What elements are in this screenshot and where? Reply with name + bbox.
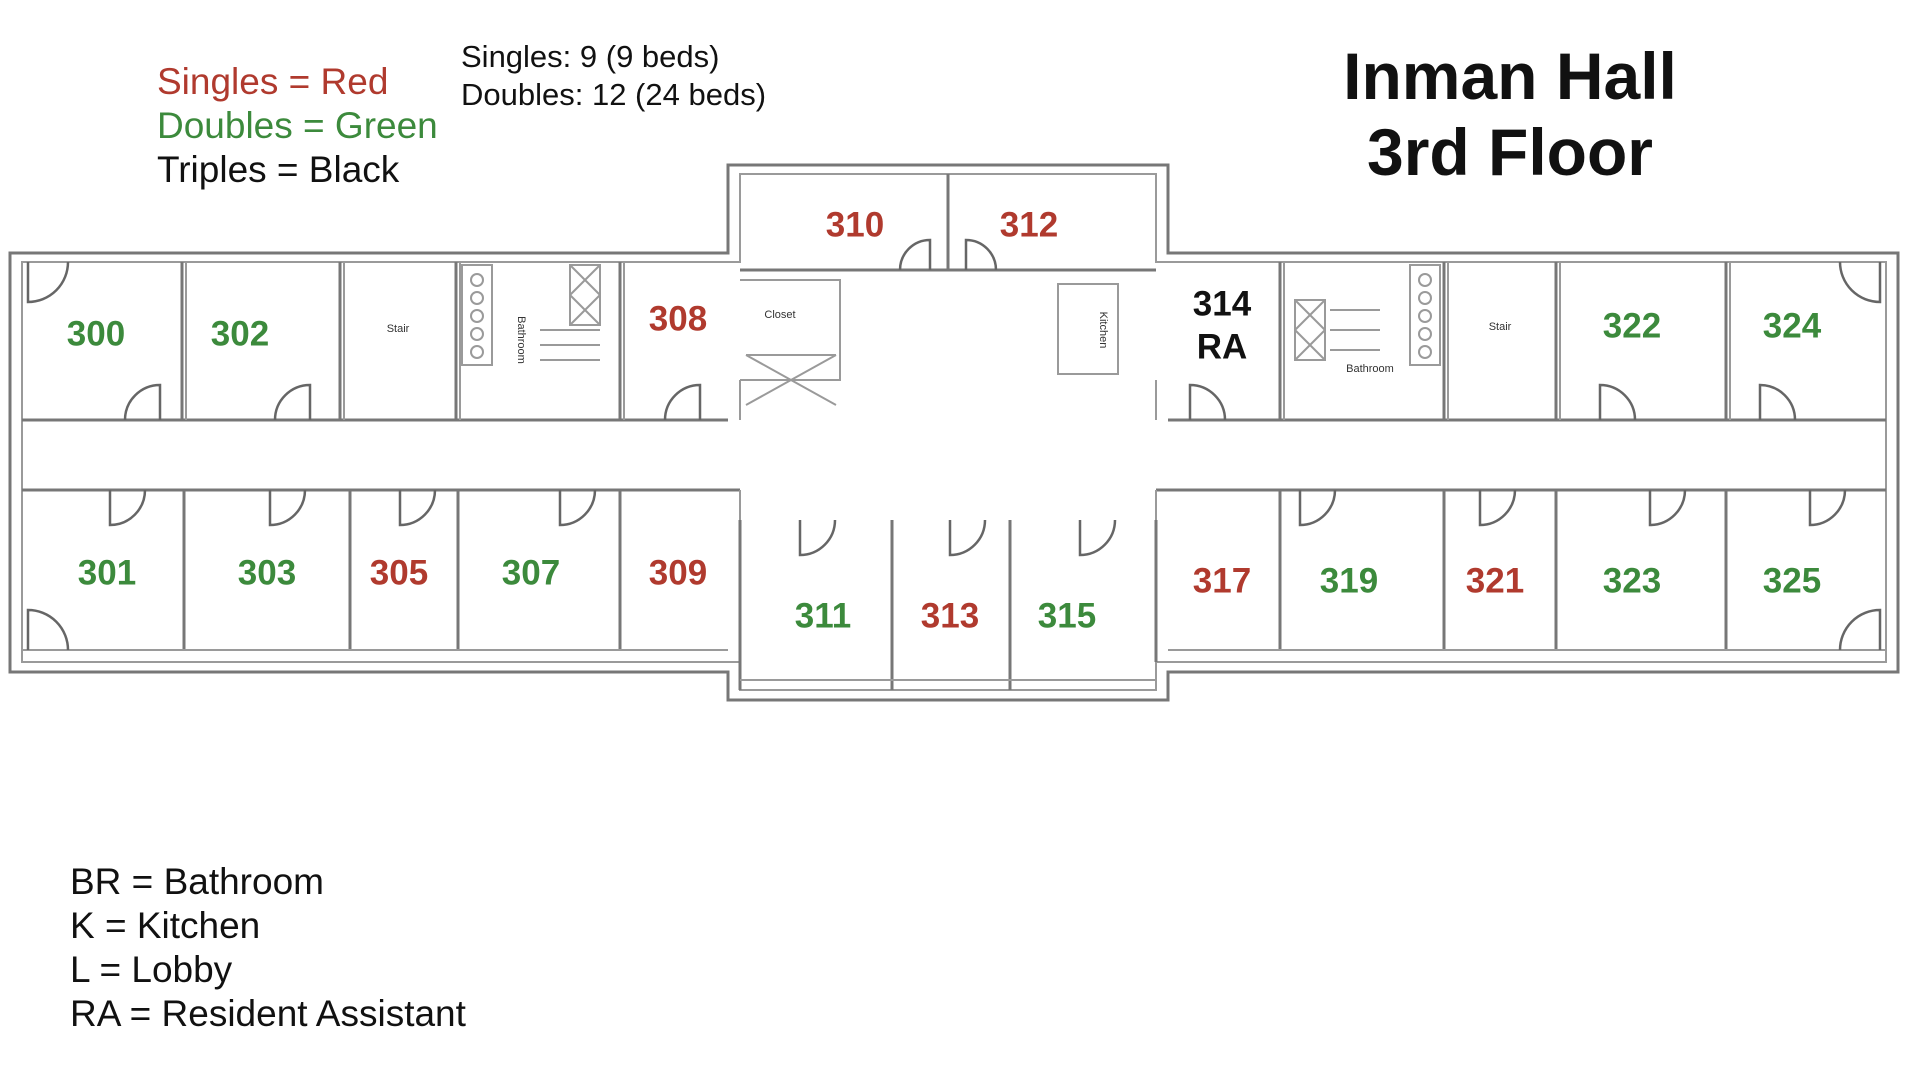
room-walls-bottom (22, 490, 1886, 690)
room-301-label: 301 (78, 553, 136, 592)
door-swings (26, 238, 1882, 651)
room-311-label: 311 (795, 596, 851, 635)
room-walls-top-right (1278, 262, 1731, 420)
count-singles: Singles: 9 (9 beds) (461, 39, 720, 74)
stair-label-right: Stair (1489, 321, 1512, 333)
room-walls-top-center (740, 174, 1156, 406)
room-313-label: 313 (921, 596, 979, 635)
room-325-label: 325 (1763, 561, 1821, 600)
room-319-label: 319 (1320, 561, 1378, 600)
bathroom-label-right: Bathroom (1346, 363, 1394, 375)
room-315-label: 315 (1038, 596, 1096, 635)
room-302-label: 302 (211, 314, 269, 353)
room-303-label: 303 (238, 553, 296, 592)
abbr-lobby: L = Lobby (70, 949, 233, 990)
room-317-label: 317 (1193, 561, 1251, 600)
room-312-label: 312 (1000, 205, 1058, 244)
room-308-label: 308 (649, 299, 707, 338)
room-324-label: 324 (1763, 306, 1822, 345)
room-321-label: 321 (1466, 561, 1524, 600)
legend-doubles: Doubles = Green (157, 105, 438, 146)
room-314-label: 314 (1193, 284, 1252, 323)
room-314-note: RA (1197, 327, 1248, 366)
room-309-label: 309 (649, 553, 707, 592)
room-walls-top-left (180, 262, 625, 420)
legend-triples: Triples = Black (157, 149, 400, 190)
title-line-2: 3rd Floor (1366, 115, 1653, 189)
room-322-label: 322 (1603, 306, 1661, 345)
kitchen-label: Kitchen (1097, 312, 1109, 349)
room-323-label: 323 (1603, 561, 1661, 600)
abbr-resident-assistant: RA = Resident Assistant (70, 993, 466, 1034)
abbr-kitchen: K = Kitchen (70, 905, 261, 946)
room-310-label: 310 (826, 205, 884, 244)
abbr-bathroom: BR = Bathroom (70, 861, 324, 902)
closet-label: Closet (764, 309, 795, 321)
stair-bathroom-details (461, 264, 1441, 366)
legend-singles: Singles = Red (157, 61, 389, 102)
room-305-label: 305 (370, 553, 428, 592)
stair-label-left: Stair (387, 323, 410, 335)
room-300-label: 300 (67, 314, 125, 353)
room-307-label: 307 (502, 553, 560, 592)
title-line-1: Inman Hall (1343, 39, 1677, 113)
bathroom-label-left: Bathroom (515, 316, 527, 364)
count-doubles: Doubles: 12 (24 beds) (461, 77, 767, 112)
